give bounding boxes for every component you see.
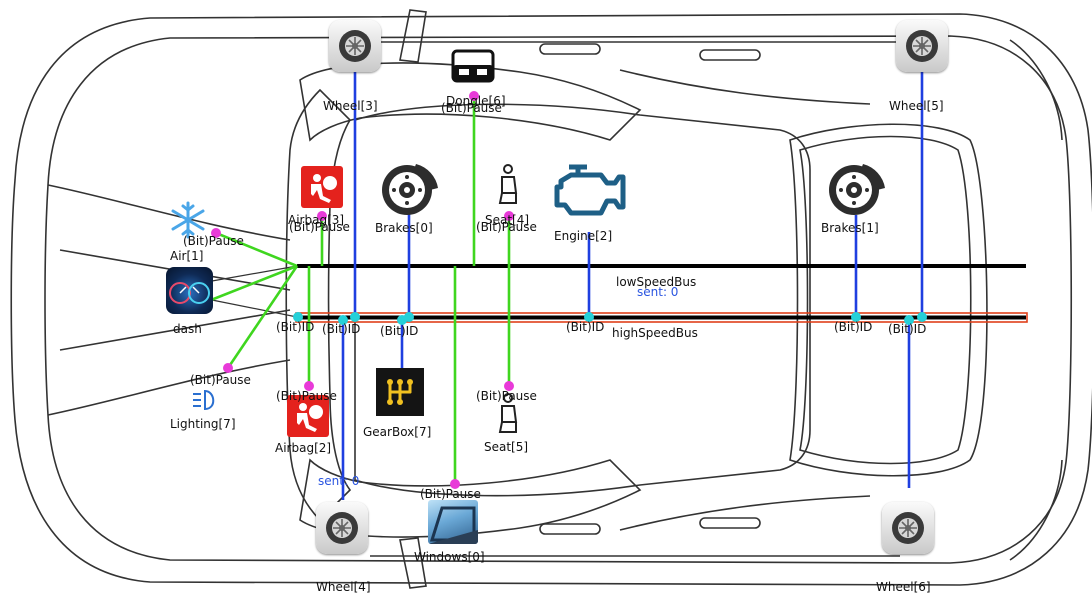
gearbox-node[interactable] [376,368,424,416]
wheel-4-label: Wheel[4] [316,580,371,594]
pause-port-windows: (Bit)Pause [420,487,481,501]
engine-icon[interactable] [551,155,627,221]
wheel-icon [338,29,372,63]
sent-label-2: sent: 0 [318,474,359,488]
airbag-2-label: Airbag[2] [275,441,331,455]
high-speed-bus-label: highSpeedBus [612,326,698,340]
dashboard-gauge-icon [166,267,213,314]
pause-port-dongle: (Bit)Pause [441,101,502,115]
lighting-7-label: Lighting[7] [170,417,236,431]
gear-shift-icon [376,368,424,416]
brakes-0-label: Brakes[0] [375,221,433,235]
wheel-4-node[interactable] [316,502,368,554]
dash-label: dash [173,322,202,336]
brake-disc-icon[interactable] [827,160,887,220]
brakes-1-label: Brakes[1] [821,221,879,235]
windows-0-label: Windows[0] [414,550,485,564]
seat-icon[interactable] [496,163,522,207]
dash-node[interactable] [166,267,213,314]
pause-port-seat5: (Bit)Pause [476,389,537,403]
brake-disc-icon[interactable] [380,160,440,220]
seat-5-label: Seat[5] [484,440,528,454]
id-port-3: (Bit)ID [380,324,418,338]
car-window-icon [428,500,478,544]
wheel-5-node[interactable] [896,20,948,72]
pause-port-airbag2: (Bit)Pause [276,389,337,403]
id-port-4: (Bit)ID [566,320,604,334]
engine-2-label: Engine[2] [554,229,612,243]
dongle-icon[interactable] [449,47,499,87]
wheel-icon [891,511,925,545]
wheel-3-label: Wheel[3] [323,99,378,113]
headlight-icon[interactable] [191,388,221,412]
low-speed-sent-label: sent: 0 [637,285,678,299]
link-lighting [228,266,297,368]
wheel-icon [325,511,359,545]
airbag-3-node[interactable] [301,166,343,208]
wheel-3-node[interactable] [329,20,381,72]
pause-port-airbag3: (Bit)Pause [289,220,350,234]
wheel-6-node[interactable] [882,502,934,554]
id-port-2: (Bit)ID [322,322,360,336]
wheel-5-label: Wheel[5] [889,99,944,113]
air-1-label: Air[1] [170,249,203,263]
windows-node[interactable] [428,500,478,544]
pause-port-seat4: (Bit)Pause [476,220,537,234]
gearbox-7-label: GearBox[7] [363,425,431,439]
pause-port-air: (Bit)Pause [183,234,244,248]
wheel-icon [905,29,939,63]
airbag-icon [301,166,343,208]
id-port-1: (Bit)ID [276,320,314,334]
pause-port-lighting: (Bit)Pause [190,373,251,387]
id-port-6: (Bit)ID [888,322,926,336]
wheel-6-label: Wheel[6] [876,580,931,594]
id-port-5: (Bit)ID [834,320,872,334]
